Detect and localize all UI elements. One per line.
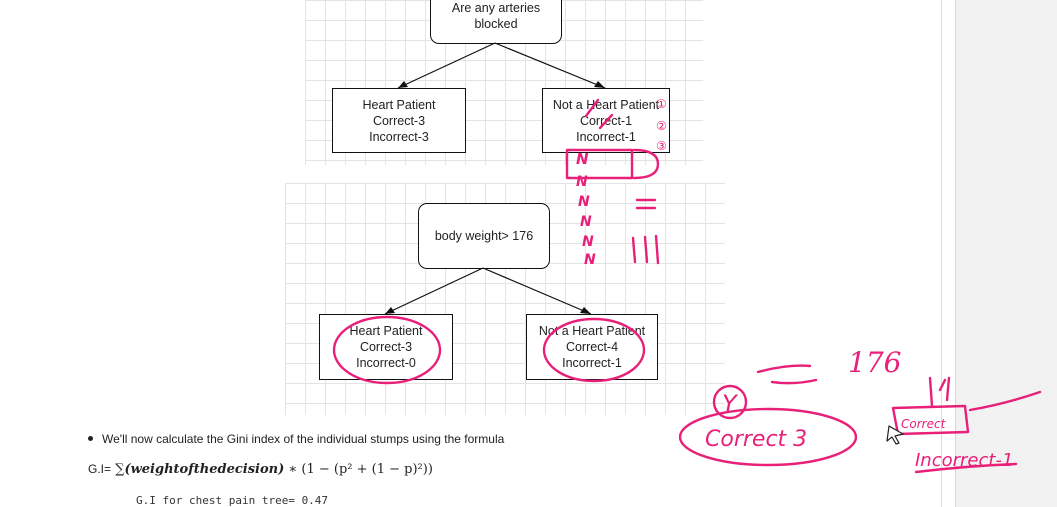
side-panel (955, 0, 1057, 507)
tree1-left-leaf: Heart Patient Correct-3 Incorrect-3 (332, 88, 466, 153)
leaf-incorrect: Incorrect-1 (576, 129, 636, 144)
leaf-correct: Correct-3 (372, 113, 426, 128)
leaf-title: Heart Patient (362, 97, 436, 112)
tree2-right-leaf: Not a Heart Patient Correct-4 Incorrect-… (526, 314, 658, 380)
bullet-paragraph: We'll now calculate the Gini index of th… (88, 432, 504, 446)
formula-rest: ∗ (1 − (p² + (1 − p)²)) (284, 462, 433, 477)
formula-sigma: ∑ (115, 462, 125, 477)
tree1-right-leaf: Not a Heart Patient Correct-1 Incorrect-… (542, 88, 670, 153)
leaf-incorrect: Incorrect-3 (369, 129, 429, 144)
leaf-incorrect: Incorrect-0 (356, 356, 416, 370)
tree2-root-label: body weight> 176 (434, 229, 534, 243)
leaf-title: Heart Patient (349, 324, 423, 338)
gini-formula: G.I= ∑(weightofthedecision) ∗ (1 − (p² +… (88, 462, 433, 477)
leaf-title: Not a Heart Patient (538, 324, 646, 338)
leaf-title: Not a Heart Patient (552, 97, 660, 112)
tree1-root-node: Are any arteries blocked (430, 0, 562, 44)
leaf-correct: Correct-3 (359, 340, 413, 354)
code-line: G.I for chest pain tree= 0.47 (136, 494, 329, 507)
formula-weight: (weightofthedecision) (124, 462, 285, 477)
leaf-incorrect: Incorrect-1 (562, 356, 622, 370)
formula-label: G.I= (88, 462, 112, 476)
page-divider (941, 0, 942, 507)
document-page: Are any arteries blocked Heart Patient C… (88, 0, 725, 507)
leaf-correct: Correct-1 (579, 113, 633, 128)
tree2-left-leaf: Heart Patient Correct-3 Incorrect-0 (319, 314, 453, 380)
leaf-correct: Correct-4 (565, 340, 619, 354)
bullet-text: We'll now calculate the Gini index of th… (102, 432, 505, 446)
bullet-icon (88, 436, 93, 442)
tree1-root-label: Are any arteries blocked (451, 1, 541, 31)
tree2-root-node: body weight> 176 (418, 203, 550, 269)
